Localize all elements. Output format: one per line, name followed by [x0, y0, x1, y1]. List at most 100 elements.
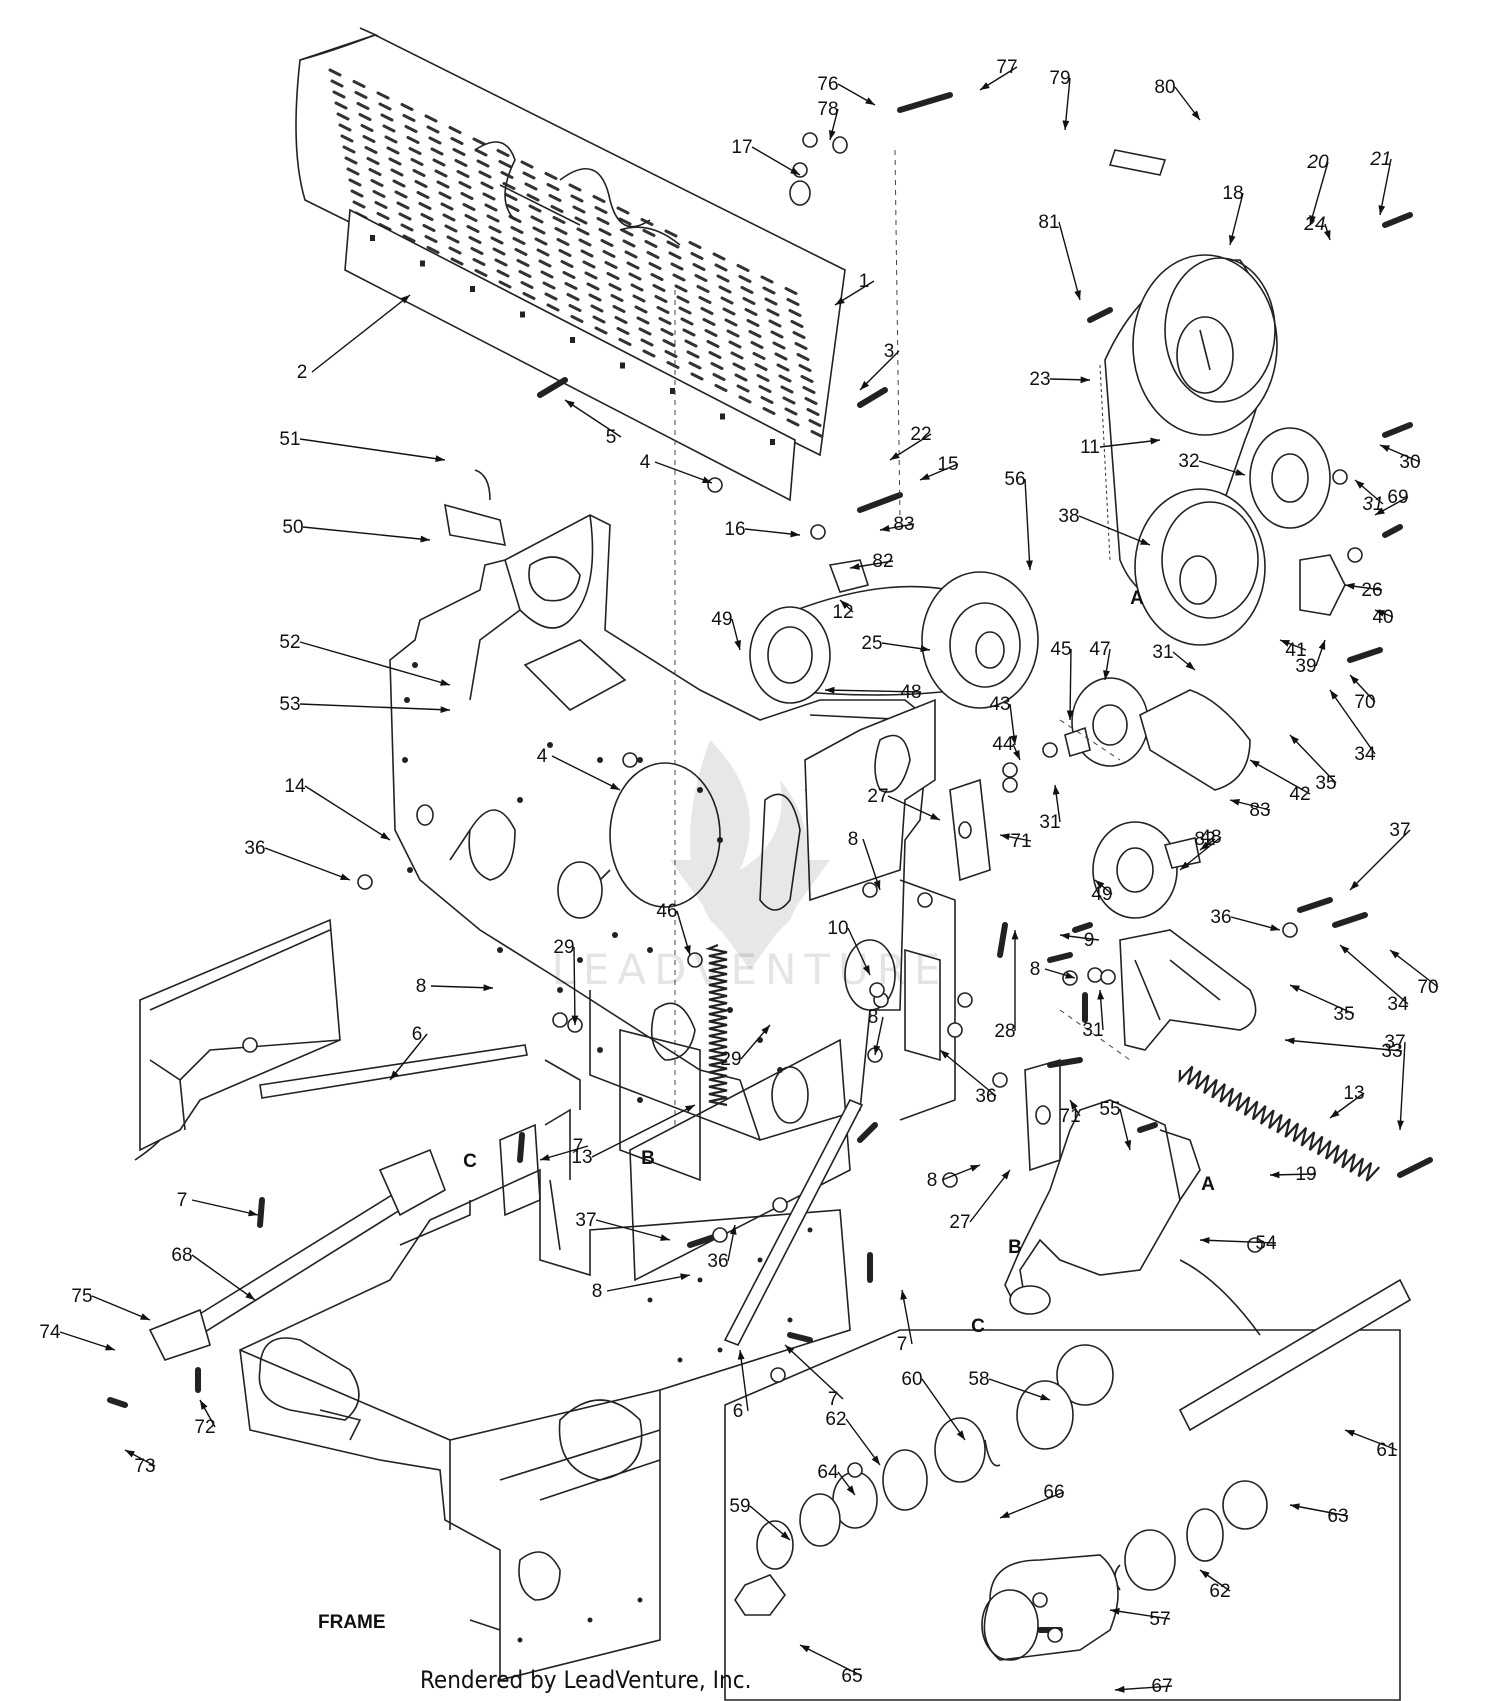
callout-arrowhead-icon — [1070, 1100, 1078, 1110]
callout-arrowhead-icon — [1280, 640, 1290, 647]
callout-arrowhead-icon — [660, 1234, 670, 1241]
callout-arrowhead-icon — [920, 473, 930, 480]
callout-leader — [1349, 829, 1411, 891]
fasteners — [107, 92, 1433, 1643]
callout-arrowhead-icon — [980, 82, 990, 90]
callout-arrowhead-icon — [785, 1345, 795, 1354]
callout-number: 8 — [416, 976, 427, 997]
callout-arrowhead-icon — [1013, 750, 1020, 760]
callout-number: 49 — [1091, 884, 1112, 905]
callout-leader — [969, 1169, 1011, 1223]
callout-leader — [591, 1104, 696, 1158]
callout-number: 6 — [412, 1024, 423, 1045]
callout-leader — [1114, 1685, 1173, 1691]
callout-arrowhead-icon — [850, 563, 860, 570]
callout-number: 34 — [1387, 994, 1409, 1015]
callout-arrowhead-icon — [1110, 1608, 1120, 1615]
callout-number: 55 — [1099, 1099, 1120, 1120]
callout-number: 8 — [868, 1007, 879, 1028]
callout-arrowhead-icon — [245, 1291, 255, 1300]
callout-number: 31 — [1082, 1020, 1103, 1041]
callout-number: 37 — [1384, 1032, 1405, 1053]
callout-number: 63 — [1327, 1506, 1348, 1527]
callout-number: 83 — [1249, 800, 1270, 821]
callout-arrowhead-icon — [1185, 661, 1195, 670]
callout-number: 52 — [279, 632, 300, 653]
callout-leader — [1289, 984, 1355, 1015]
callout-arrowhead-icon — [920, 645, 930, 653]
callout-leader — [551, 755, 621, 791]
callout-number: 36 — [975, 1086, 996, 1107]
callout-number: 70 — [1354, 692, 1375, 713]
callout-number: 27 — [949, 1212, 970, 1233]
callout-number: 36 — [1210, 907, 1231, 928]
callout-arrowhead-icon — [565, 400, 575, 409]
callout-leader — [999, 1491, 1065, 1519]
callout-arrowhead-icon — [840, 600, 850, 609]
callout-leader — [939, 1049, 997, 1097]
callout-number: 10 — [827, 918, 848, 939]
callout-number: 71 — [1010, 831, 1031, 852]
callout-leader — [988, 1378, 1051, 1401]
section-letter: C — [463, 1151, 477, 1172]
callout-arrowhead-icon — [846, 1485, 855, 1495]
callout-arrowhead-icon — [440, 706, 450, 714]
render-credit: Rendered by LeadVenture, Inc. — [420, 1666, 752, 1694]
callout-number: 36 — [244, 838, 265, 859]
callout-arrowhead-icon — [1375, 507, 1385, 515]
callout-arrowhead-icon — [1000, 1511, 1010, 1518]
callout-arrowhead-icon — [125, 1450, 135, 1458]
callout-arrowhead-icon — [1340, 945, 1350, 954]
section-letter: C — [971, 1316, 985, 1337]
callout-number: 31 — [1152, 642, 1173, 663]
callout-arrowhead-icon — [1235, 468, 1245, 476]
callout-number: 80 — [1154, 77, 1175, 98]
callout-number: 5 — [606, 427, 617, 448]
callout-number: 60 — [901, 1369, 922, 1390]
callout-number: 29 — [720, 1049, 741, 1070]
callout-number: 44 — [992, 734, 1014, 755]
callout-arrowhead-icon — [1330, 1109, 1340, 1118]
callout-arrowhead-icon — [1080, 376, 1090, 384]
alignment-lines — [674, 149, 1131, 1130]
callout-number: 8 — [848, 829, 859, 850]
callout-leader — [59, 1331, 116, 1351]
callout-leader — [1199, 1239, 1277, 1244]
callout-arrowhead-icon — [1103, 670, 1110, 680]
callout-leader — [302, 526, 431, 541]
callout-number: 12 — [832, 602, 853, 623]
callout-arrowhead-icon — [873, 1045, 881, 1055]
callout-arrowhead-icon — [400, 295, 410, 304]
callout-number: 65 — [841, 1666, 862, 1687]
callout-arrowhead-icon — [1000, 833, 1010, 841]
callout-number: 72 — [194, 1417, 215, 1438]
callout-arrowhead-icon — [1290, 1503, 1300, 1511]
callout-leader — [1399, 1041, 1406, 1131]
callout-number: 71 — [1059, 1106, 1080, 1127]
callout-arrowhead-icon — [734, 640, 741, 650]
spring-vertical — [705, 943, 728, 1107]
lower-pulley-assembly — [749, 559, 1257, 1172]
callout-arrowhead-icon — [1350, 880, 1360, 890]
callout-number: 82 — [1194, 829, 1215, 850]
callout-number: 4 — [640, 452, 651, 473]
spring-diagonal — [1178, 1065, 1381, 1182]
callout-number: 42 — [1289, 784, 1310, 805]
callout-number: 26 — [1361, 580, 1382, 601]
callout-number: 54 — [1255, 1233, 1277, 1254]
callout-number: 7 — [573, 1136, 584, 1157]
callout-leader — [299, 703, 451, 711]
callout-number: 46 — [656, 901, 677, 922]
callout-arrowhead-icon — [610, 782, 620, 790]
callout-arrowhead-icon — [1380, 445, 1390, 452]
callout-arrowhead-icon — [390, 1070, 399, 1080]
callout-arrowhead-icon — [1140, 538, 1150, 545]
callout-leader — [845, 1418, 881, 1466]
callout-number: 82 — [872, 551, 893, 572]
bearing-bracket-plate — [804, 698, 956, 1121]
callout-arrowhead-icon — [685, 1105, 695, 1113]
callout-number: 75 — [71, 1286, 92, 1307]
callout-arrowhead-icon — [940, 1050, 950, 1059]
callout-number: 37 — [575, 1210, 596, 1231]
callout-arrowhead-icon — [140, 1313, 150, 1320]
